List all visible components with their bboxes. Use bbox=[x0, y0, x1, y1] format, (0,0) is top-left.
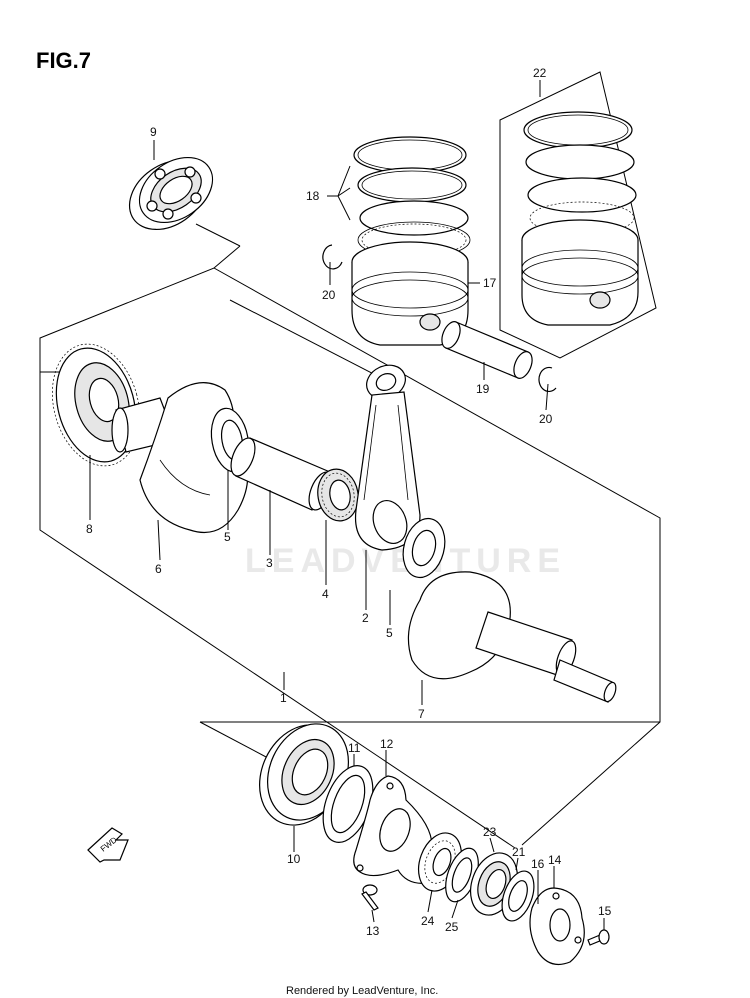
connecting-rod-part-2[interactable] bbox=[354, 359, 421, 551]
retainer-plate-part-14[interactable] bbox=[529, 887, 585, 965]
callout-13: 13 bbox=[366, 924, 380, 938]
screw-part-13[interactable] bbox=[361, 884, 379, 911]
callout-21: 21 bbox=[512, 845, 526, 859]
callout-3: 3 bbox=[266, 556, 273, 570]
callout-24: 24 bbox=[421, 914, 435, 928]
shim-part-11[interactable] bbox=[314, 759, 383, 849]
callout-23: 23 bbox=[483, 825, 497, 839]
callout-5-left: 5 bbox=[224, 530, 231, 544]
needle-bearing-part-4[interactable] bbox=[314, 466, 362, 524]
leader-lines bbox=[89, 80, 605, 930]
washer-part-21[interactable] bbox=[496, 867, 540, 925]
callout-22: 22 bbox=[533, 66, 547, 80]
callout-15: 15 bbox=[598, 904, 612, 918]
callout-6: 6 bbox=[155, 562, 162, 576]
callout-5-right: 5 bbox=[386, 626, 393, 640]
callout-11: 11 bbox=[348, 741, 361, 755]
callout-17: 17 bbox=[483, 276, 497, 290]
callout-10: 10 bbox=[287, 852, 301, 866]
assembly-bracket-outline bbox=[39, 223, 661, 849]
callout-2: 2 bbox=[362, 611, 369, 625]
thrust-washer-part-5-right[interactable] bbox=[397, 514, 451, 582]
forward-direction-arrow-icon: FWD bbox=[87, 827, 129, 863]
callout-16: 16 bbox=[531, 857, 545, 871]
callout-labels: 9 22 18 17 20 19 20 8 5 6 3 4 2 5 1 7 11… bbox=[86, 66, 612, 938]
circlip-part-20-lower[interactable] bbox=[538, 366, 557, 393]
callout-20-upper: 20 bbox=[322, 288, 336, 302]
crank-bearing-part-9[interactable] bbox=[116, 144, 224, 244]
piston-part-17[interactable] bbox=[351, 241, 469, 346]
watermark: LEADVENTURE bbox=[245, 542, 566, 580]
callout-7: 7 bbox=[418, 707, 425, 721]
callout-9: 9 bbox=[150, 125, 157, 139]
piston-rings-part-18[interactable] bbox=[353, 136, 471, 259]
oil-seal-part-23[interactable] bbox=[462, 846, 525, 921]
figure-title: FIG.7 bbox=[36, 48, 91, 73]
callout-12: 12 bbox=[380, 737, 394, 751]
circlip-part-20-upper[interactable] bbox=[322, 244, 343, 270]
callout-4: 4 bbox=[322, 587, 329, 601]
callout-14: 14 bbox=[548, 853, 562, 867]
piston-kit-box-part-22 bbox=[499, 71, 657, 359]
callout-20-lower: 20 bbox=[539, 412, 553, 426]
crankshaft-right-part-7[interactable] bbox=[407, 571, 618, 703]
screw-part-15[interactable] bbox=[587, 929, 610, 946]
callout-19: 19 bbox=[476, 382, 490, 396]
callout-18: 18 bbox=[306, 189, 320, 203]
piston-kit-part-22[interactable] bbox=[521, 111, 639, 326]
callout-1: 1 bbox=[280, 691, 287, 705]
callout-25: 25 bbox=[445, 920, 459, 934]
footer-credit: Rendered by LeadVenture, Inc. bbox=[286, 985, 438, 997]
piston-pin-part-19[interactable] bbox=[438, 319, 535, 381]
callout-8: 8 bbox=[86, 522, 93, 536]
